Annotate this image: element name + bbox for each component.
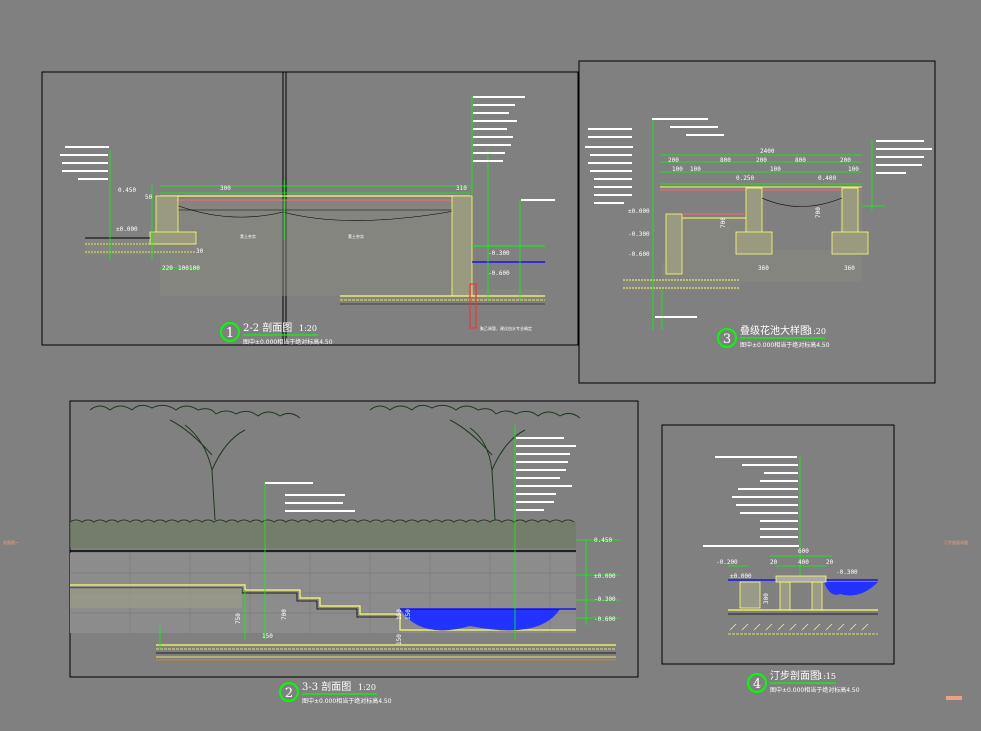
corner-marker xyxy=(946,696,962,700)
d3-dim-100a: 100 xyxy=(672,166,683,173)
d3-number: 3 xyxy=(723,332,731,347)
d1-dim-neg0300: -0.300 xyxy=(488,250,510,257)
d3-dim-2400: 2400 xyxy=(760,148,775,155)
d3-dim-700a: 700 xyxy=(720,217,727,228)
d1-scale: 1:20 xyxy=(299,324,317,333)
d1-dim-0450: 0.450 xyxy=(118,187,136,194)
tree-left xyxy=(89,404,301,521)
d2-number: 2 xyxy=(285,686,293,701)
d2-dim-150d: 150 xyxy=(396,634,403,645)
d3-dim-360a: 360 xyxy=(758,265,769,272)
d1-dim-neg0600: -0.600 xyxy=(488,270,510,277)
d4-title: 汀步剖面图 xyxy=(770,669,820,682)
d2-dim-700: 700 xyxy=(281,609,288,620)
section-3-3: 0.450 ±0.000 -0.300 -0.600 150 750 700 1… xyxy=(69,404,620,661)
d3-dim-200a: 200 xyxy=(668,157,679,164)
d3-dim-200c: 200 xyxy=(840,157,851,164)
d2-dim-neg0600: -0.600 xyxy=(594,616,616,623)
d3-dim-0400: 0.400 xyxy=(818,175,836,182)
d2-dim-150a: 150 xyxy=(262,633,273,640)
d2-dim-150b: 150 xyxy=(396,609,403,620)
d3-dim-100b: 100 xyxy=(690,166,701,173)
d1-note-pipe: 聚乙烯管，建议由水专业确定 xyxy=(480,325,532,331)
d1-dim-zero: ±0.000 xyxy=(116,226,138,233)
d1-note-soil-right: 素土夯实 xyxy=(348,233,364,239)
d4-number: 4 xyxy=(753,677,761,692)
title-block-d1: 1 2-2 剖面图 1:20 图中±0.000相当于绝对标高4.50 xyxy=(220,321,333,346)
frame-d1 xyxy=(41,71,579,346)
d1-dim-30: 30 xyxy=(196,248,204,255)
d2-dim-0450: 0.450 xyxy=(594,537,612,544)
d3-dim-neg0600: -0.600 xyxy=(628,251,650,258)
d3-title: 叠级花池大样图 xyxy=(740,324,810,337)
d3-subtitle: 图中±0.000相当于绝对标高4.50 xyxy=(740,341,830,349)
d2-dim-150c: 150 xyxy=(405,609,412,620)
d4-subtitle: 图中±0.000相当于绝对标高4.50 xyxy=(770,686,860,694)
d3-dim-800b: 800 xyxy=(795,157,806,164)
d4-dim-neg0300: -0.300 xyxy=(836,569,858,576)
stepping-stone-section: 600 400 20 20 -0.200 -0.300 ±0.000 300 xyxy=(703,455,878,635)
title-block-d4: 4 汀步剖面图 1:15 图中±0.000相当于绝对标高4.50 xyxy=(747,669,860,694)
section-2-2: 0.450 300 310 50 ±0.000 220 100 100 30 -… xyxy=(60,95,555,331)
d2-subtitle: 图中±0.000相当于绝对标高4.50 xyxy=(302,697,392,705)
d4-dim-300: 300 xyxy=(763,593,770,604)
d4-dim-600: 600 xyxy=(798,548,809,555)
title-block-d2: 2 3-3 剖面图 1:20 图中±0.000相当于绝对标高4.50 xyxy=(279,680,392,705)
d3-dim-0250: 0.250 xyxy=(736,175,754,182)
d3-dim-700b: 700 xyxy=(815,207,822,218)
d1-number: 1 xyxy=(226,326,234,341)
d4-dim-neg0200: -0.200 xyxy=(716,559,738,566)
d4-dim-20a: 20 xyxy=(770,559,778,566)
d2-title: 3-3 剖面图 xyxy=(302,680,351,693)
d3-dim-neg0300: -0.300 xyxy=(628,231,650,238)
d4-dim-400: 400 xyxy=(798,559,809,566)
edge-mark-left: 剖面图一 xyxy=(3,539,19,545)
d1-note-soil-left: 素土夯实 xyxy=(240,233,256,239)
d3-dim-100c: 100 xyxy=(770,166,781,173)
title-block-d3: 3 叠级花池大样图 1:20 图中±0.000相当于绝对标高4.50 xyxy=(717,324,830,349)
d1-dim-310: 310 xyxy=(456,185,467,192)
tree-right xyxy=(369,404,581,521)
tiered-planter-detail: 2400 200 800 200 800 200 100 100 100 100… xyxy=(585,118,932,330)
d2-scale: 1:20 xyxy=(358,683,376,692)
d1-dim-100a: 100 xyxy=(178,265,189,272)
d2-dim-750: 750 xyxy=(235,613,242,624)
d3-scale: 1:20 xyxy=(808,327,826,336)
d1-dim-300: 300 xyxy=(220,185,231,192)
d1-dim-100b: 100 xyxy=(189,265,200,272)
d3-dim-200b: 200 xyxy=(756,157,767,164)
d3-dim-100d: 100 xyxy=(848,166,859,173)
d4-dim-20b: 20 xyxy=(826,559,834,566)
d4-dim-zero: ±0.000 xyxy=(730,573,752,580)
frame-d3 xyxy=(578,60,936,384)
frame-d4 xyxy=(661,424,895,665)
d4-scale: 1:15 xyxy=(818,672,836,681)
d2-dim-zero: ±0.000 xyxy=(594,573,616,580)
d1-title: 2-2 剖面图 xyxy=(243,321,292,334)
d2-dim-neg0300: -0.300 xyxy=(594,596,616,603)
d1-dim-50: 50 xyxy=(145,194,153,201)
d3-dim-zero: ±0.000 xyxy=(628,208,650,215)
d1-subtitle: 图中±0.000相当于绝对标高4.50 xyxy=(243,338,333,346)
d1-dim-220: 220 xyxy=(162,265,173,272)
d3-dim-360b: 360 xyxy=(844,265,855,272)
d3-dim-800a: 800 xyxy=(720,157,731,164)
edge-mark-right: 汀步剖面详图 xyxy=(944,539,968,545)
